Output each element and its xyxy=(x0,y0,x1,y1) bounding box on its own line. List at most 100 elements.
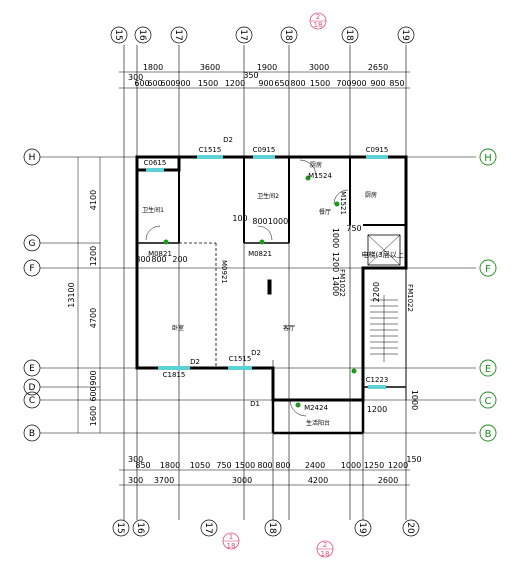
axis-bubble-right-F: F xyxy=(479,259,497,277)
svg-text:1900: 1900 xyxy=(257,63,277,72)
svg-text:C0915: C0915 xyxy=(366,146,389,154)
svg-text:4100: 4100 xyxy=(89,190,98,210)
svg-text:18: 18 xyxy=(283,29,293,41)
svg-text:卫生间1: 卫生间1 xyxy=(142,206,164,214)
svg-text:M0821: M0821 xyxy=(248,250,272,258)
svg-text:850: 850 xyxy=(135,461,150,470)
svg-text:800: 800 xyxy=(275,461,290,470)
svg-text:F: F xyxy=(485,264,491,275)
axis-bubble-top-17b: 17 xyxy=(235,26,253,44)
svg-text:2: 2 xyxy=(316,13,320,21)
bottom-dim-row1: 300 850 1800 1050 750 1500 800 800 2400 … xyxy=(128,455,422,470)
top-dim-row1: 300 1800 3600 1900 3000 2650 xyxy=(128,63,388,82)
axis-bubble-left-E: E xyxy=(23,359,41,377)
axis-grid xyxy=(40,45,476,520)
svg-text:600: 600 xyxy=(89,386,98,401)
svg-text:1200: 1200 xyxy=(89,246,98,266)
svg-text:2200: 2200 xyxy=(372,282,381,302)
axis-bubble-top-18a: 18 xyxy=(280,26,298,44)
svg-text:G: G xyxy=(29,239,36,249)
svg-text:2400: 2400 xyxy=(305,461,325,470)
svg-text:3000: 3000 xyxy=(232,476,252,485)
svg-text:800: 800 xyxy=(151,255,166,264)
svg-text:1500: 1500 xyxy=(310,79,330,88)
svg-text:150: 150 xyxy=(406,455,421,464)
svg-text:生活阳台: 生活阳台 xyxy=(306,419,330,427)
svg-text:1200: 1200 xyxy=(367,405,387,414)
svg-text:800: 800 xyxy=(290,79,305,88)
axis-bubble-bottom-15: 15 xyxy=(112,519,130,537)
door-arrows xyxy=(163,175,357,408)
svg-text:200: 200 xyxy=(172,255,187,264)
svg-text:600: 600 xyxy=(134,79,149,88)
inner-dimensions: 100 800 1000 800 800 200 1000 1200 1400 … xyxy=(135,214,419,414)
svg-text:600: 600 xyxy=(160,79,175,88)
svg-text:800: 800 xyxy=(252,217,267,226)
top-dim-row2: 600 600 600 900 1500 1200 350 900 650 80… xyxy=(134,71,404,88)
svg-text:900: 900 xyxy=(370,79,385,88)
door-swings xyxy=(145,159,349,417)
svg-text:19: 19 xyxy=(400,29,410,41)
svg-text:1250: 1250 xyxy=(364,461,384,470)
svg-text:1200: 1200 xyxy=(225,79,245,88)
axis-bubble-bottom-20: 20 xyxy=(402,519,420,537)
axis-bubble-left-C: C xyxy=(23,391,41,409)
svg-text:700: 700 xyxy=(336,79,351,88)
axis-bubble-right-E: E xyxy=(479,359,497,377)
svg-text:17: 17 xyxy=(203,522,213,533)
svg-text:C: C xyxy=(485,396,492,407)
svg-text:D1: D1 xyxy=(250,400,260,408)
svg-text:M0921: M0921 xyxy=(220,260,228,284)
svg-text:300: 300 xyxy=(128,455,143,464)
svg-text:C0915: C0915 xyxy=(253,146,276,154)
svg-text:C: C xyxy=(29,396,35,406)
svg-text:F: F xyxy=(29,264,34,274)
left-dimensions xyxy=(77,157,101,433)
axis-bubble-top-16: 16 xyxy=(134,26,152,44)
detail-ref-top: 2 18 xyxy=(309,12,327,30)
svg-text:1500: 1500 xyxy=(235,461,255,470)
svg-text:FM1022: FM1022 xyxy=(338,269,346,297)
svg-text:FM1022: FM1022 xyxy=(406,284,414,312)
svg-text:4200: 4200 xyxy=(308,476,328,485)
axis-bubble-top-17a: 17 xyxy=(170,26,188,44)
svg-text:卧室: 卧室 xyxy=(172,324,184,332)
svg-text:2: 2 xyxy=(323,541,327,549)
svg-text:15: 15 xyxy=(115,522,125,533)
right-axis-bubbles: H F E C B xyxy=(479,148,497,442)
svg-text:M1521: M1521 xyxy=(339,191,347,215)
axis-bubble-right-C: C xyxy=(479,391,497,409)
svg-text:800: 800 xyxy=(135,255,150,264)
top-axis-bubbles: 15 16 17 17 18 18 19 2 18 xyxy=(110,12,415,44)
svg-text:750: 750 xyxy=(216,461,231,470)
svg-text:18: 18 xyxy=(314,21,323,29)
left-dim-inner: 4100 1200 4700 900 600 1600 xyxy=(89,190,98,426)
svg-text:1000: 1000 xyxy=(410,390,419,410)
svg-text:900: 900 xyxy=(89,370,98,385)
svg-text:750: 750 xyxy=(346,224,361,233)
svg-text:18: 18 xyxy=(227,542,236,550)
svg-text:19: 19 xyxy=(357,522,367,534)
svg-text:3700: 3700 xyxy=(154,476,174,485)
svg-text:16: 16 xyxy=(135,522,145,534)
window-labels: C1515 C0915 C0915 C0615 C1815 C1515 C122… xyxy=(144,146,389,384)
svg-text:厨房: 厨房 xyxy=(310,161,322,169)
svg-text:16: 16 xyxy=(137,29,147,41)
axis-bubble-left-H: H xyxy=(23,148,41,166)
svg-text:3600: 3600 xyxy=(200,63,220,72)
left-dim-overall: 13100 xyxy=(67,282,76,307)
svg-text:600: 600 xyxy=(147,79,162,88)
axis-bubble-left-D: D xyxy=(23,378,41,396)
svg-text:900: 900 xyxy=(258,79,273,88)
svg-text:1000: 1000 xyxy=(268,217,288,226)
svg-text:1600: 1600 xyxy=(89,406,98,426)
svg-text:900: 900 xyxy=(351,79,366,88)
axis-bubble-top-18b: 18 xyxy=(341,26,359,44)
svg-text:D2: D2 xyxy=(190,358,200,366)
svg-text:E: E xyxy=(29,364,35,374)
svg-text:100: 100 xyxy=(232,214,247,223)
svg-text:18: 18 xyxy=(344,29,354,41)
room-labels: 卫生间1 卫生间2 卧室 客厅 厨房 餐厅 厨房 生活阳台 xyxy=(142,161,377,427)
svg-text:20: 20 xyxy=(405,522,415,534)
svg-text:M1524: M1524 xyxy=(308,172,332,180)
